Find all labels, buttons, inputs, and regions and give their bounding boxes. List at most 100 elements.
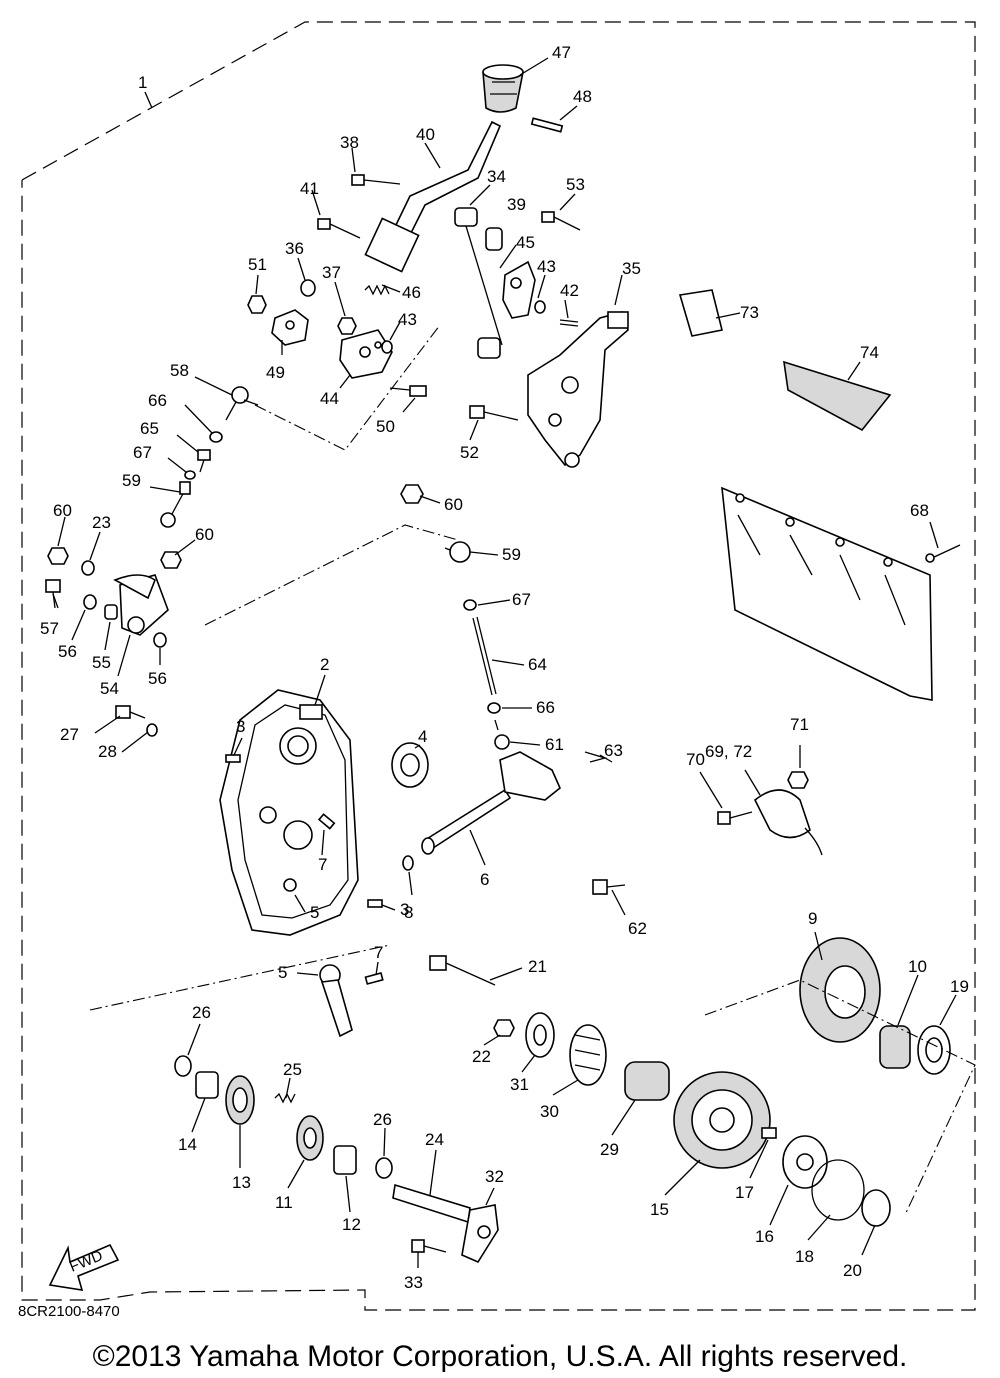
gear-9[interactable] xyxy=(799,937,881,1043)
nut-66-left[interactable] xyxy=(209,431,223,443)
nut-51[interactable] xyxy=(247,295,267,314)
part-label: 62 xyxy=(628,919,647,938)
bolt-17[interactable] xyxy=(761,1127,777,1139)
dowel-3-lower[interactable] xyxy=(367,899,383,908)
cam-16[interactable] xyxy=(782,1135,828,1189)
bolt-52[interactable] xyxy=(469,405,519,421)
nut-37[interactable] xyxy=(337,317,357,335)
sprocket-15[interactable] xyxy=(673,1071,771,1169)
knob-pin[interactable] xyxy=(530,117,564,133)
washer-26-left[interactable] xyxy=(174,1055,192,1077)
part-label: 46 xyxy=(402,283,421,302)
bolt-70[interactable] xyxy=(717,811,753,825)
shift-lever[interactable] xyxy=(364,120,502,273)
case-cover-2[interactable] xyxy=(219,689,359,936)
rod-64[interactable] xyxy=(472,616,497,696)
pin-42[interactable] xyxy=(559,319,579,327)
part-label: 14 xyxy=(178,1135,197,1154)
pin-7-upper[interactable] xyxy=(317,813,336,830)
part-label: 41 xyxy=(300,179,319,198)
nut-67-left[interactable] xyxy=(184,470,196,480)
part-label: 39 xyxy=(507,195,526,214)
part-label: 60 xyxy=(195,525,214,544)
part-label: 4 xyxy=(418,727,427,746)
cotter-63[interactable] xyxy=(584,751,608,763)
washer-20[interactable] xyxy=(861,1189,891,1227)
shaft-24[interactable] xyxy=(392,1183,471,1224)
sleeve-29[interactable] xyxy=(624,1061,670,1101)
circlip-18[interactable] xyxy=(811,1159,865,1221)
lever-plate-45[interactable] xyxy=(502,260,536,319)
bolt-38[interactable] xyxy=(351,174,401,186)
bolt-41[interactable] xyxy=(317,218,361,239)
dowel-3-upper[interactable] xyxy=(225,754,241,763)
part-label: 3 xyxy=(236,717,245,736)
nut-66-center[interactable] xyxy=(487,702,501,714)
label-74[interactable] xyxy=(783,360,892,432)
seal-19[interactable] xyxy=(917,1025,951,1075)
nut-71[interactable] xyxy=(787,771,809,789)
bearing-10[interactable] xyxy=(879,1025,911,1069)
bolt-21[interactable] xyxy=(429,955,496,986)
collar-39[interactable] xyxy=(485,227,503,251)
gear-13[interactable] xyxy=(225,1075,255,1125)
flap-68[interactable] xyxy=(721,486,933,701)
nut-60-upper[interactable] xyxy=(400,484,424,504)
part-label: 66 xyxy=(148,391,167,410)
part-label: 30 xyxy=(540,1102,559,1121)
bearing-4[interactable] xyxy=(391,742,429,788)
bearing-14[interactable] xyxy=(195,1071,219,1099)
washer-26-right[interactable] xyxy=(375,1157,393,1179)
spring-30[interactable] xyxy=(569,1024,607,1086)
collar-36[interactable] xyxy=(300,279,316,297)
washer-56-right[interactable] xyxy=(153,632,167,648)
shift-arm-5[interactable] xyxy=(319,964,353,1038)
washer-43b[interactable] xyxy=(534,300,546,314)
spring-25[interactable] xyxy=(274,1092,296,1104)
shift-shaft-6[interactable] xyxy=(421,751,561,855)
bolt-57[interactable] xyxy=(45,579,61,609)
label-73[interactable] xyxy=(678,289,723,337)
spring-seat-31[interactable] xyxy=(525,1012,555,1058)
nut-60-left-b[interactable] xyxy=(160,551,182,569)
oring-8[interactable] xyxy=(402,855,414,871)
rod-end-61[interactable] xyxy=(494,719,510,750)
bolt-50[interactable] xyxy=(389,385,427,397)
shift-knob[interactable] xyxy=(482,64,524,113)
bolt-65[interactable] xyxy=(197,449,211,473)
bearing-12[interactable] xyxy=(333,1145,357,1175)
bracket-49[interactable] xyxy=(271,309,309,346)
arm-54[interactable] xyxy=(113,574,169,636)
plate-32[interactable] xyxy=(461,1204,499,1264)
lever-bracket-35[interactable] xyxy=(527,311,629,468)
collar-55[interactable] xyxy=(104,604,118,620)
washer-23[interactable] xyxy=(81,560,95,576)
rivet-68[interactable] xyxy=(925,544,961,563)
part-label: 9 xyxy=(808,909,817,928)
part-label: 8 xyxy=(404,903,413,922)
part-label: 7 xyxy=(374,943,383,962)
pin-7-lower[interactable] xyxy=(364,972,384,985)
bracket-44[interactable] xyxy=(339,329,393,379)
part-label: 28 xyxy=(98,742,117,761)
washer-28[interactable] xyxy=(146,723,158,737)
washer-43a[interactable] xyxy=(381,340,393,354)
bolt-33[interactable] xyxy=(411,1239,447,1253)
ref-line-right xyxy=(704,979,976,1216)
bolt-27[interactable] xyxy=(115,705,146,719)
nut-67-center[interactable] xyxy=(463,599,477,611)
switch-69-72[interactable] xyxy=(753,789,823,856)
nut-60-left-a[interactable] xyxy=(47,547,69,565)
lever-shaft-34[interactable] xyxy=(454,207,503,359)
rod-end-59-left[interactable] xyxy=(160,481,191,528)
washer-56-left[interactable] xyxy=(83,594,97,610)
bolt-53[interactable] xyxy=(541,211,581,231)
rod-end-59-center[interactable] xyxy=(444,541,471,563)
spring-46[interactable] xyxy=(364,284,390,296)
nut-22[interactable] xyxy=(493,1019,515,1037)
bolt-62[interactable] xyxy=(592,879,626,895)
part-label: 64 xyxy=(528,655,547,674)
part-label: 56 xyxy=(58,642,77,661)
rod-end-58[interactable] xyxy=(225,386,259,421)
gear-11[interactable] xyxy=(296,1115,324,1161)
